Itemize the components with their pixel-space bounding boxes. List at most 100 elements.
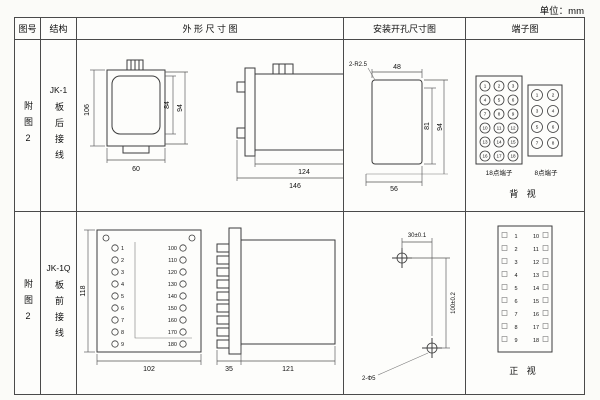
svg-text:8: 8 [121,330,124,336]
svg-text:5: 5 [121,294,124,300]
svg-text:10: 10 [482,126,488,131]
dim-81: 81 [424,122,431,130]
dim-94: 94 [437,123,444,131]
svg-text:5: 5 [536,125,539,130]
svg-text:1: 1 [536,93,539,98]
svg-text:130: 130 [168,282,177,288]
svg-text:3: 3 [512,84,515,89]
side-dim-lines [216,346,336,365]
install-cell-jk1: 2-R2.5 48 81 94 56 [344,40,466,212]
install-drawing-jk1q: 30±0.1 100±0.2 2-Φ5 [362,233,457,382]
svg-text:6: 6 [121,306,124,312]
svg-text:12: 12 [510,126,516,131]
svg-text:140: 140 [168,294,177,300]
terminal-blocks [475,75,563,165]
dim-121: 121 [282,366,294,373]
dim-holes: 2-Φ5 [362,376,376,382]
svg-text:110: 110 [168,258,177,264]
outline-cell-jk1: 106 84 94 60 124 146 [77,40,344,212]
dim-146: 146 [289,183,301,190]
svg-text:2: 2 [121,258,124,264]
fig-no-jk1: 附图2 [15,40,41,212]
header-structure: 结构 [41,18,77,40]
points-18: 1 2 3 4 5 6 7 8 9 10 11 12 13 14 15 16 1… [479,80,519,162]
svg-text:5: 5 [498,98,501,103]
wiring-label: 板前接线 [54,279,64,344]
label-8pt: 8点端子 [534,168,558,177]
svg-text:17: 17 [533,325,539,331]
svg-text:160: 160 [168,318,177,324]
view-label-front: 正 视 [509,365,539,376]
front-view-dim-lines [90,69,188,163]
side-view-dim-lines [236,140,343,181]
svg-text:1: 1 [514,234,517,240]
svg-text:7: 7 [536,141,539,146]
svg-text:16: 16 [533,312,539,318]
side-view-shape [216,227,336,355]
model-label: JK-1 [49,85,68,95]
side-view-shape [236,63,343,157]
header-fig-no: 图号 [15,18,41,40]
svg-text:4: 4 [552,109,555,114]
svg-text:12: 12 [533,260,539,266]
fig-no-text: 附图2 [23,101,33,150]
dim-118: 118 [80,285,87,296]
svg-text:4: 4 [514,273,517,279]
cutout-dim-lines [365,69,448,186]
dim-102: 102 [143,366,155,373]
fig-no-jk1q: 附图2 [15,212,41,394]
svg-text:13: 13 [482,140,488,145]
terminal-ticks [501,232,549,342]
wiring-label: 板后接线 [54,102,64,166]
outline-cell-jk1q: 1 2 3 4 5 6 7 8 9 100 110 120 130 140 15… [77,212,344,394]
outline-drawing-jk1: 106 84 94 60 124 146 [84,59,343,190]
svg-text:13: 13 [533,273,539,279]
cutout-shape [371,79,423,165]
dim-48: 48 [393,64,401,71]
dim-94: 94 [177,104,184,112]
install-dim-lines [401,238,450,349]
svg-text:6: 6 [512,98,515,103]
model-label: JK-1Q [46,262,71,273]
svg-text:18: 18 [510,154,516,159]
dim-35: 35 [225,366,233,373]
svg-text:8: 8 [552,141,555,146]
svg-text:120: 120 [168,270,177,276]
svg-text:170: 170 [168,330,177,336]
install-cell-jk1q: 30±0.1 100±0.2 2-Φ5 [344,212,466,394]
svg-text:17: 17 [496,154,502,159]
header-terminal: 端子图 [466,18,584,40]
header-outline: 外 形 尺 寸 图 [77,18,344,40]
structure-jk1: JK-1 板后接线 [41,40,77,212]
svg-text:18: 18 [533,338,539,344]
front-view-shape [106,59,166,154]
install-drawing-jk1: 2-R2.5 48 81 94 56 [349,62,448,193]
svg-text:2: 2 [514,247,517,253]
svg-text:4: 4 [484,98,487,103]
front-terminals: 1 2 3 4 5 6 7 8 9 100 110 120 130 140 15… [111,244,187,348]
svg-text:9: 9 [514,338,517,344]
dim-56: 56 [390,186,398,193]
svg-text:3: 3 [121,270,124,276]
dim-124: 124 [298,169,310,176]
unit-label: 单位：mm [539,6,584,17]
terminal-drawing-jk1: 1 2 3 4 5 6 7 8 9 10 11 12 13 14 15 16 1… [475,75,563,199]
terminal-block [497,225,553,353]
dim-106: 106 [84,104,91,116]
svg-text:15: 15 [533,299,539,305]
dim-60: 60 [132,166,140,173]
svg-text:3: 3 [536,109,539,114]
front-view-shape [96,229,202,353]
svg-text:15: 15 [510,140,516,145]
label-18pt: 18点端子 [486,168,513,177]
svg-text:3: 3 [514,260,517,266]
svg-text:7: 7 [121,318,124,324]
dim-100: 100±0.2 [451,292,457,314]
svg-text:11: 11 [497,126,502,131]
svg-text:9: 9 [121,342,124,348]
svg-text:8: 8 [498,112,501,117]
svg-text:4: 4 [121,282,124,288]
